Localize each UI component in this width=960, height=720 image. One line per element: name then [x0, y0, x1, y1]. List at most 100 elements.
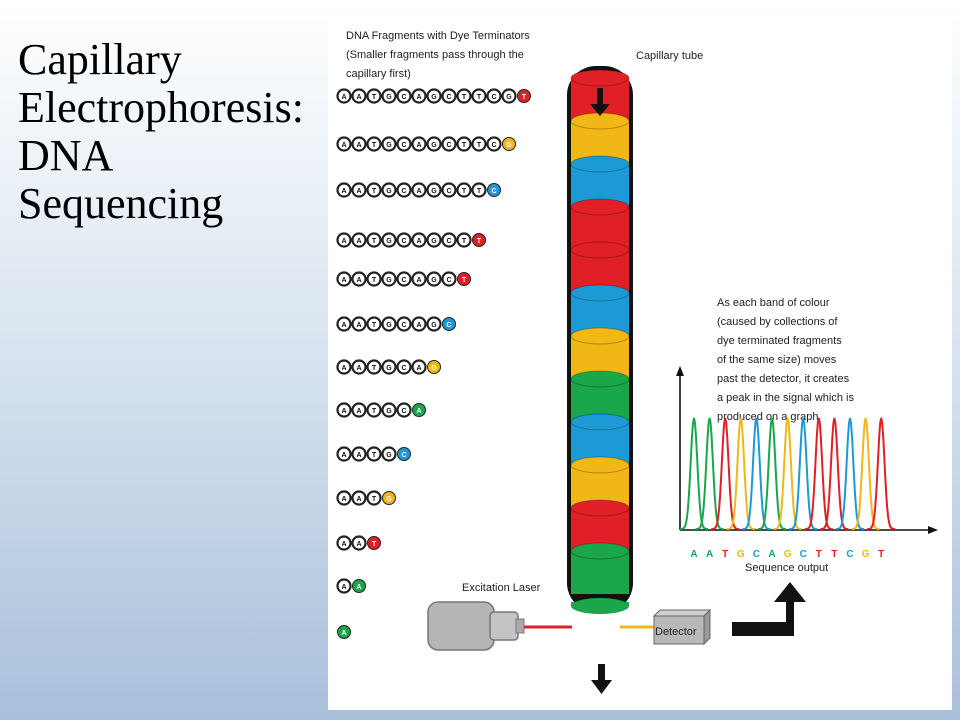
- nucleotide-bead: [366, 136, 382, 152]
- base-letter: A: [356, 365, 361, 372]
- nucleotide-bead: [396, 88, 412, 104]
- band-top: [570, 155, 630, 173]
- base-letter: A: [341, 496, 346, 503]
- nucleotide-bead: [351, 316, 367, 332]
- nucleotide-bead: [411, 316, 427, 332]
- base-letter: T: [372, 322, 377, 329]
- sequence-base: T: [722, 549, 728, 560]
- nucleotide-bead: [396, 359, 412, 375]
- base-letter: C: [491, 188, 496, 195]
- signal-peak: [711, 417, 740, 530]
- nucleotide-bead: [336, 402, 352, 418]
- dye-terminator: [367, 536, 381, 550]
- sequence-base: G: [862, 549, 870, 560]
- signal-peak: [695, 417, 724, 530]
- nucleotide-bead: [456, 136, 472, 152]
- nucleotide-bead: [381, 232, 397, 248]
- base-letter: G: [386, 238, 392, 245]
- nucleotide-bead: [351, 271, 367, 287]
- band-top: [570, 456, 630, 474]
- sequence-base: T: [831, 549, 837, 560]
- base-letter: G: [506, 94, 512, 101]
- band-top: [570, 370, 630, 388]
- base-letter: A: [356, 322, 361, 329]
- sequence-base: C: [753, 549, 760, 560]
- electrophoresis-diagram: DNA Fragments with Dye Terminators (Smal…: [336, 30, 938, 694]
- flow-arrow-top-icon: [590, 88, 610, 116]
- nucleotide-bead: [456, 182, 472, 198]
- base-letter: C: [491, 142, 496, 149]
- base-letter: A: [341, 541, 346, 548]
- nucleotide-bead: [336, 446, 352, 462]
- nucleotide-bead: [426, 271, 442, 287]
- nucleotide-bead: [351, 535, 367, 551]
- base-letter: A: [341, 142, 346, 149]
- nucleotide-bead: [351, 446, 367, 462]
- base-letter: C: [401, 94, 406, 101]
- nucleotide-bead: [351, 182, 367, 198]
- base-letter: C: [446, 188, 451, 195]
- signal-peak: [773, 417, 802, 530]
- band-top: [570, 198, 630, 216]
- dye-terminator: [472, 233, 486, 247]
- nucleotide-bead: [411, 182, 427, 198]
- base-letter: C: [401, 142, 406, 149]
- capillary-tube: [567, 66, 633, 614]
- dye-terminator: [427, 360, 441, 374]
- sequence-base: T: [878, 549, 884, 560]
- sequence-base: T: [816, 549, 822, 560]
- nucleotide-bead: [366, 232, 382, 248]
- base-letter: A: [341, 277, 346, 284]
- nucleotide-bead: [381, 136, 397, 152]
- nucleotide-bead: [381, 271, 397, 287]
- nucleotide-bead: [471, 182, 487, 198]
- signal-peak: [867, 417, 896, 530]
- base-letter: C: [446, 94, 451, 101]
- base-letter: A: [356, 452, 361, 459]
- base-letter: C: [446, 322, 451, 329]
- base-letter: A: [341, 94, 346, 101]
- base-letter: T: [372, 541, 377, 548]
- base-letter: C: [401, 408, 406, 415]
- base-letter: A: [341, 452, 346, 459]
- dye-terminator: [502, 137, 516, 151]
- base-letter: T: [372, 142, 377, 149]
- base-letter: A: [416, 365, 421, 372]
- sequence-base: G: [784, 549, 792, 560]
- nucleotide-bead: [336, 535, 352, 551]
- base-letter: C: [401, 322, 406, 329]
- nucleotide-bead: [411, 359, 427, 375]
- flow-arrow-bottom-icon: [591, 664, 612, 694]
- signal-peak: [758, 417, 786, 530]
- nucleotide-bead: [351, 402, 367, 418]
- explanation-line-3: dye terminated fragments: [717, 335, 842, 347]
- base-letter: G: [386, 188, 392, 195]
- band-top: [570, 284, 630, 302]
- title-line-1: Capillary: [18, 35, 182, 84]
- explanation-line-7: produced on a graph: [717, 411, 819, 423]
- base-letter: A: [356, 188, 361, 195]
- sequence-base: G: [737, 549, 745, 560]
- base-letter: G: [431, 238, 437, 245]
- base-letter: A: [416, 188, 421, 195]
- nucleotide-bead: [351, 232, 367, 248]
- base-letter: G: [386, 408, 392, 415]
- dye-terminator: [352, 579, 366, 593]
- nucleotide-bead: [366, 359, 382, 375]
- nucleotide-bead: [336, 88, 352, 104]
- signal-peak: [851, 417, 880, 530]
- title-line-3: DNA: [18, 131, 114, 180]
- fragment-row: A: [337, 625, 351, 639]
- base-letter: G: [506, 142, 512, 149]
- nucleotide-bead: [366, 271, 382, 287]
- nucleotide-bead: [426, 136, 442, 152]
- nucleotide-bead: [396, 136, 412, 152]
- nucleotide-bead: [336, 232, 352, 248]
- fragments-label-line-1: DNA Fragments with Dye Terminators: [346, 30, 530, 42]
- base-letter: T: [462, 238, 467, 245]
